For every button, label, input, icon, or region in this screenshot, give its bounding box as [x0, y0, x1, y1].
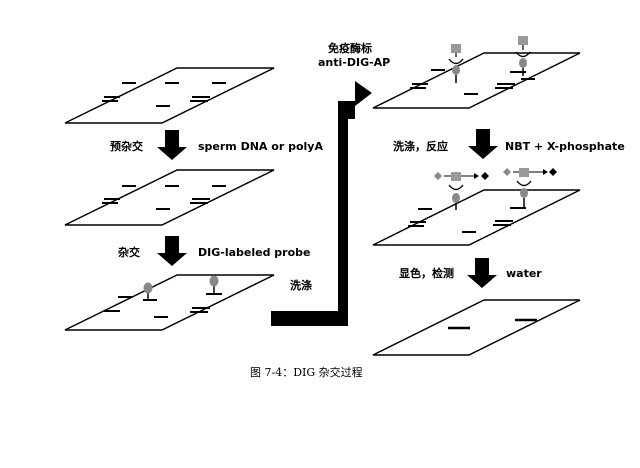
- step2-cn-label: 杂交: [118, 245, 140, 259]
- membrane-6: [372, 299, 581, 356]
- down-arrow-1: [157, 130, 187, 160]
- step1-en-label: sperm DNA or polyA: [198, 140, 323, 153]
- step3-en-label: NBT + X-phosphate: [505, 140, 625, 153]
- dig-probe-2: [209, 275, 219, 293]
- dig-probe-1: [143, 282, 153, 299]
- figure-caption: 图 7-4：DIG 杂交过程: [250, 365, 363, 379]
- membrane-5: [372, 168, 581, 246]
- down-arrow-4: [467, 258, 497, 288]
- membrane-3: [64, 274, 275, 331]
- step1-cn-label: 预杂交: [110, 139, 143, 153]
- conjugate-2: [515, 36, 531, 76]
- conjugate-1: [448, 44, 464, 83]
- wash-l-arrow: [271, 81, 372, 326]
- step3-cn-label: 洗涤，反应: [393, 139, 448, 153]
- membrane-2: [64, 169, 275, 226]
- reaction-1: [434, 172, 489, 210]
- step4-cn-label: 显色，检测: [399, 266, 454, 280]
- antibody-cn-label: 免疫酶标: [328, 41, 372, 55]
- membrane-1: [64, 67, 275, 124]
- antibody-en-label: anti-DIG-AP: [318, 56, 390, 69]
- membrane-4: [372, 36, 581, 109]
- wash-cn-label: 洗涤: [290, 278, 312, 292]
- step4-en-label: water: [506, 267, 542, 280]
- down-arrow-3: [468, 129, 498, 159]
- reaction-2: [503, 168, 557, 207]
- step2-en-label: DIG-labeled probe: [198, 246, 310, 259]
- down-arrow-2: [157, 236, 187, 266]
